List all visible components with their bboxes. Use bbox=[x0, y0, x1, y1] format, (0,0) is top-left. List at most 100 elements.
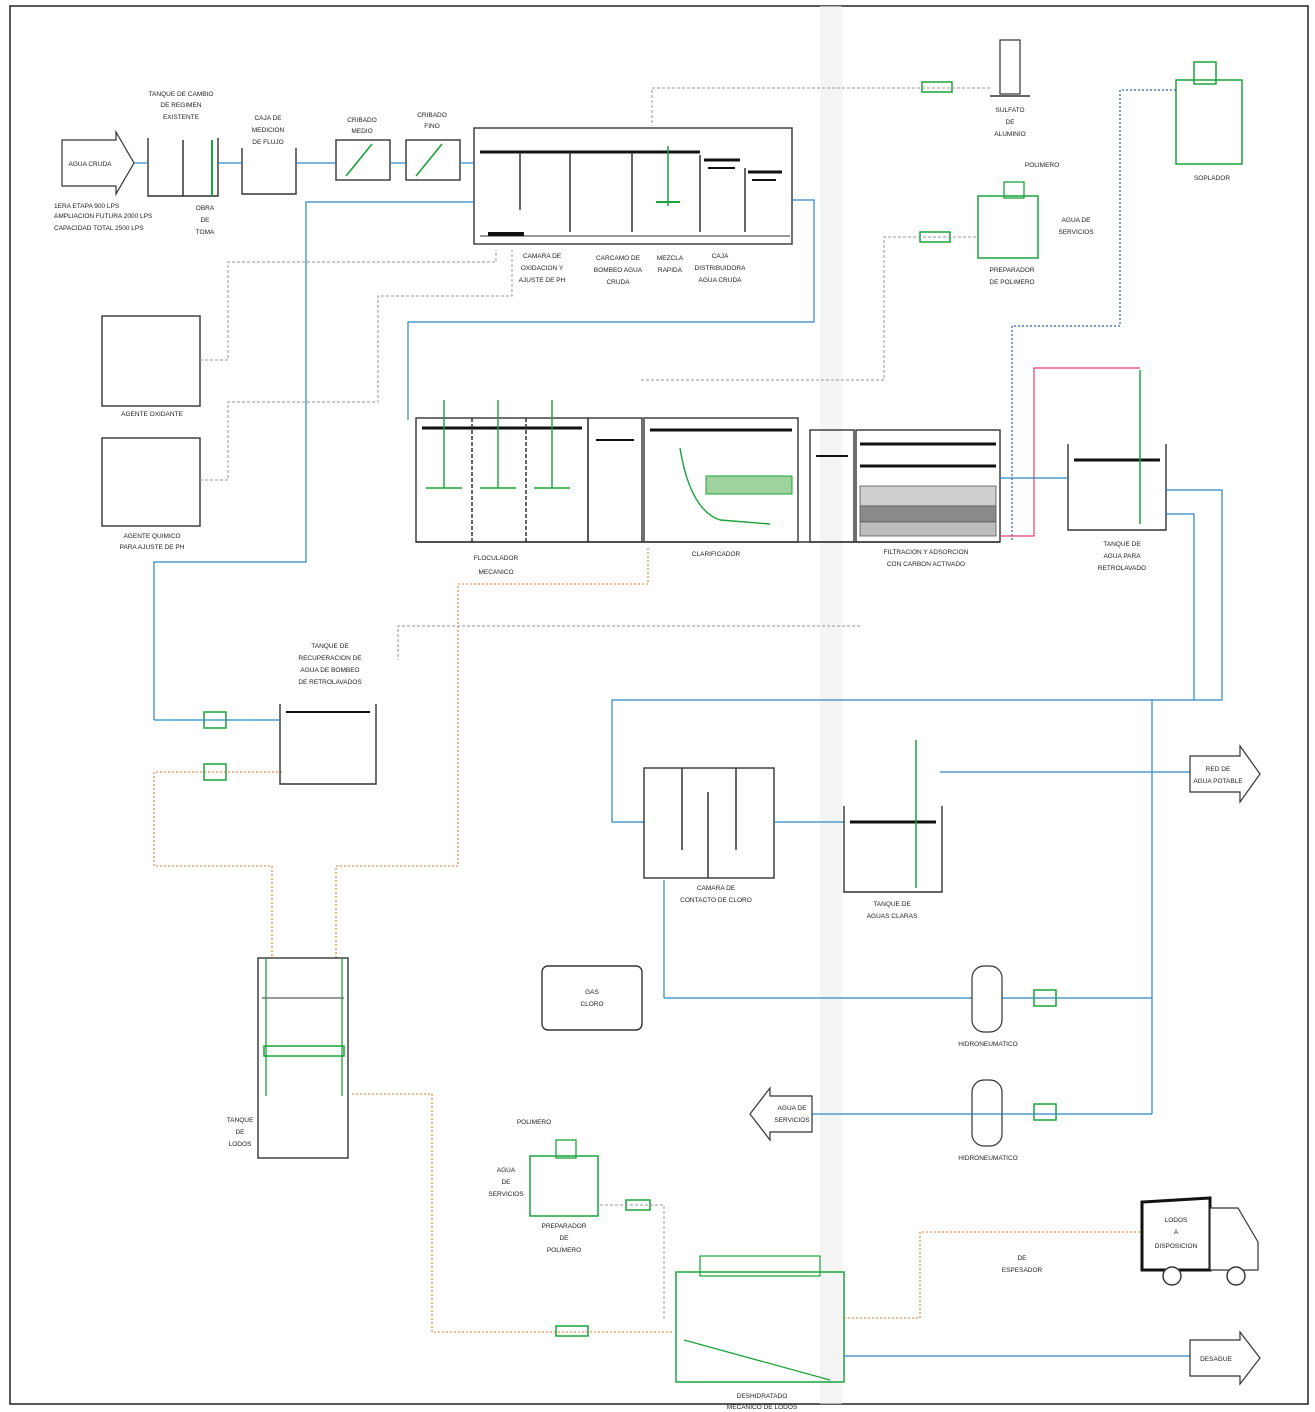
capacity-text-3: CAPACIDAD TOTAL 2500 LPS bbox=[54, 225, 144, 232]
obra-toma-label-1: OBRA bbox=[196, 205, 215, 212]
caja-distribuidora-label-2: DISTRIBUIDORA bbox=[695, 265, 747, 272]
carcamo-label-1: CARCAMO DE bbox=[596, 255, 641, 262]
polimero-bottom-label: POLIMERO bbox=[517, 1119, 551, 1126]
prep-polimero-bot-label-1: PREPARADOR bbox=[541, 1223, 586, 1230]
sludge-line bbox=[335, 548, 649, 958]
drain-line bbox=[397, 625, 860, 660]
sulfato-label-3: ALUMINIO bbox=[994, 131, 1025, 138]
tanque-retro-label-3: RETROLAVADO bbox=[1098, 565, 1146, 572]
sludge-to-truck bbox=[844, 1231, 1140, 1319]
tanque-lodos bbox=[257, 957, 349, 1159]
gas-cloro-label-2: CLORO bbox=[580, 1001, 603, 1008]
tanque-claras-label-1: TANQUE DE bbox=[873, 901, 911, 908]
sulfato-label-2: DE bbox=[1005, 119, 1015, 126]
tanque-cambio-label-2: DE REGIMEN bbox=[160, 102, 201, 109]
camara-oxidacion-label-1: CAMARA DE bbox=[523, 253, 562, 260]
desague-arrow bbox=[1189, 1330, 1261, 1386]
tanque-recup-label-3: AGUA DE BOMBEO bbox=[300, 667, 359, 674]
lodos-disp-label-1: LODOS bbox=[1165, 1217, 1188, 1224]
raw-water-to-floc bbox=[407, 230, 815, 420]
hidroneumatico-1 bbox=[971, 965, 1003, 1033]
agente-oxidante-label: AGENTE OXIDANTE bbox=[121, 411, 183, 418]
sulfato-label-1: SULFATO bbox=[995, 107, 1024, 114]
tanque-recup-label-4: DE RETROLAVADOS bbox=[298, 679, 362, 686]
agua-servicios-out-label-2: SERVICIOS bbox=[774, 1117, 810, 1124]
tanque-agua-retrolavado bbox=[1067, 444, 1167, 531]
floculador-mecanico bbox=[415, 417, 589, 543]
mezcla-label-1: MEZCLA bbox=[657, 255, 684, 262]
agente-oxidante-tank bbox=[101, 315, 201, 407]
dewatering-feed-pump bbox=[555, 1325, 589, 1337]
drawing-frame bbox=[9, 5, 1309, 1405]
sludge-to-dewatering bbox=[352, 1093, 672, 1333]
air-line bbox=[1011, 89, 1176, 540]
tanque-cambio-label-1: TANQUE DE CAMBIO bbox=[149, 91, 214, 98]
agua-cruda-label: AGUA CRUDA bbox=[69, 161, 113, 168]
cribado-medio-label-2: MEDIO bbox=[351, 128, 372, 135]
camara-cloro-label-2: CONTACTO DE CLORO bbox=[680, 897, 752, 904]
prep-polimero-bot-label-3: POLIMERO bbox=[547, 1247, 581, 1254]
recovery-pump-1 bbox=[203, 711, 227, 729]
lodos-disp-label-2: A bbox=[1174, 1229, 1179, 1236]
recovery-pump-2 bbox=[203, 763, 227, 781]
caja-medicion-label-2: MEDICION bbox=[252, 127, 285, 134]
caja-distribuidora-label-3: AGUA CRUDA bbox=[699, 277, 743, 284]
soplador-blower bbox=[1175, 79, 1243, 165]
desague-label: DESAGUE bbox=[1200, 1356, 1232, 1363]
cribado-medio bbox=[335, 139, 391, 181]
cribado-fino bbox=[405, 139, 461, 181]
floculador-label-2: MECANICO bbox=[478, 569, 513, 576]
tanque-retro-label-1: TANQUE DE bbox=[1103, 541, 1141, 548]
carcamo-label-2: BOMBEO AGUA bbox=[594, 267, 643, 274]
mezcla-label-2: RAPIDA bbox=[658, 267, 683, 274]
prep-polimero-top-label-1: PREPARADOR bbox=[989, 267, 1034, 274]
lodos-disposicion-truck bbox=[1140, 1196, 1259, 1286]
tanque-recuperacion bbox=[279, 704, 377, 785]
agua-servicios-top-label-1: AGUA DE bbox=[1062, 217, 1092, 224]
preparador-polimero-bottom bbox=[529, 1155, 599, 1217]
tanque-recup-label-1: TANQUE DE bbox=[311, 643, 349, 650]
camara-oxidacion-label-2: OXIDACION Y bbox=[521, 265, 564, 272]
agente-quimico-tank bbox=[101, 437, 201, 527]
pretreatment-block bbox=[473, 127, 793, 245]
caja-medicion-label-1: CAJA DE bbox=[254, 115, 282, 122]
sludge-line bbox=[153, 771, 282, 958]
tanque-aguas-claras bbox=[843, 806, 943, 893]
carcamo-label-3: CRUDA bbox=[606, 279, 630, 286]
agua-servicios-bot-label-2: DE bbox=[501, 1179, 511, 1186]
soplador-label: SOPLADOR bbox=[1194, 175, 1230, 182]
red-potable-label-1: RED DE bbox=[1206, 766, 1231, 773]
polimero-top-label: POLIMERO bbox=[1025, 162, 1059, 169]
tanque-lodos-label-1: TANQUE bbox=[227, 1117, 254, 1124]
tanque-lodos-label-3: LODOS bbox=[229, 1141, 252, 1148]
agente-quimico-label-1: AGENTE QUIMICO bbox=[123, 533, 180, 540]
sheet-fold-shade bbox=[820, 6, 842, 1404]
hidroneumatico-2 bbox=[971, 1079, 1003, 1147]
agua-servicios-bot-label-3: SERVICIOS bbox=[488, 1191, 524, 1198]
deshidratado-label-2: MECANICO DE LODOS bbox=[727, 1404, 798, 1411]
cribado-fino-label-2: FINO bbox=[424, 123, 440, 130]
camara-oxidacion-label-3: AJUSTE DE PH bbox=[519, 277, 566, 284]
agua-servicios-bot-label-1: AGUA bbox=[497, 1167, 516, 1174]
hidroneumatico-label-1: HIDRONEUMATICO bbox=[958, 1041, 1017, 1048]
agua-servicios-out-label-1: AGUA DE bbox=[778, 1105, 808, 1112]
oxidante-dosing-line bbox=[200, 250, 497, 361]
sulfato-dosing-pump bbox=[921, 81, 953, 93]
red-potable-label-2: AGUA POTABLE bbox=[1193, 778, 1243, 785]
filtracion-label-2: CON CARBON ACTIVADO bbox=[887, 561, 965, 568]
agente-quimico-label-2: PARA AJUSTE DE PH bbox=[120, 544, 185, 551]
capacity-text-2: AMPLIACION FUTURA 2000 LPS bbox=[54, 213, 153, 220]
backwash-return-line bbox=[1166, 513, 1195, 700]
prep-polimero-bot-label-2: DE bbox=[559, 1235, 569, 1242]
sulfato-aluminio-tank bbox=[999, 39, 1021, 95]
caja-distribuidora-label-1: CAJA bbox=[712, 253, 729, 260]
gas-cloro-label-1: GAS bbox=[585, 989, 599, 996]
capacity-text-1: 1ERA ETAPA 900 LPS bbox=[54, 203, 120, 210]
de-espesador-label-1: DE bbox=[1017, 1255, 1027, 1262]
tanque-recup-label-2: RECUPERACION DE bbox=[298, 655, 362, 662]
tanque-lodos-label-2: DE bbox=[235, 1129, 245, 1136]
tanque-cambio-label-3: EXISTENTE bbox=[163, 114, 200, 121]
caja-medicion-label-3: DE FLUJO bbox=[252, 139, 283, 146]
gas-cloro-tank bbox=[541, 965, 643, 1031]
